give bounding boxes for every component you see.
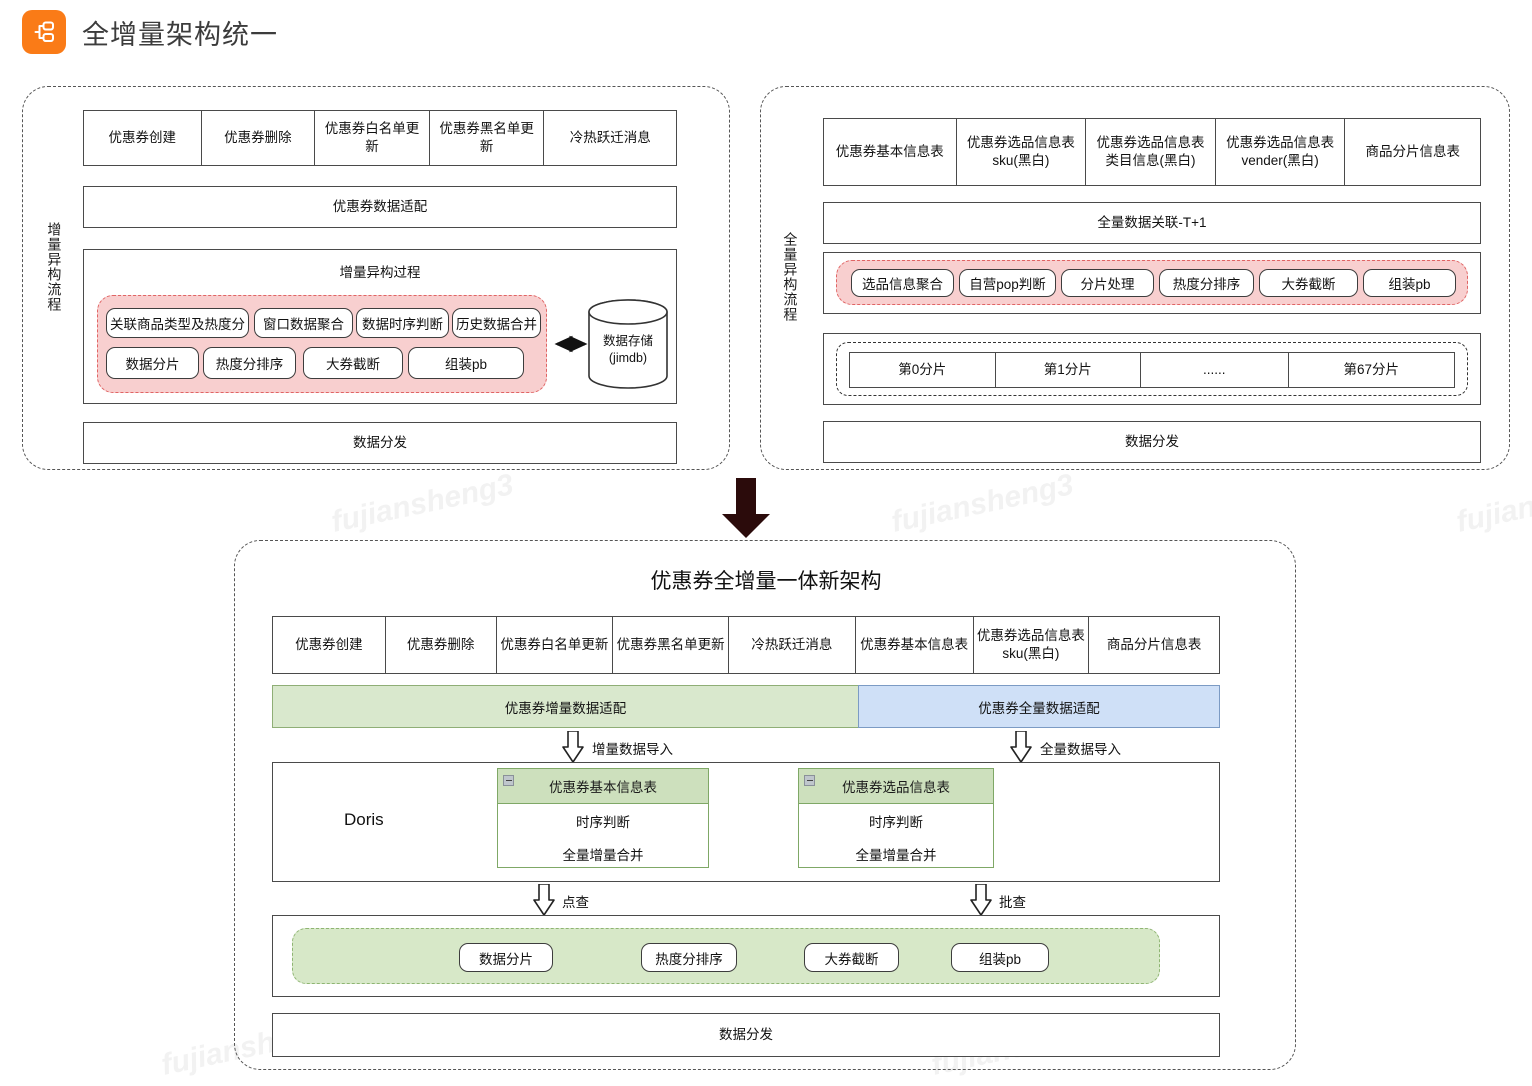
table-row: 时序判断 xyxy=(576,814,630,830)
full-panel xyxy=(760,86,1510,470)
step-chip[interactable]: 数据时序判断 xyxy=(356,308,449,338)
source-cell: 优惠券黑名单更新 xyxy=(430,111,545,165)
storage-line2: (jimdb) xyxy=(608,351,648,366)
source-cell: 优惠券选品信息表 类目信息(黑白) xyxy=(1086,119,1216,185)
table-row: 时序判断 xyxy=(869,814,923,830)
table-header: 优惠券基本信息表 xyxy=(498,769,708,804)
doris-table-basic[interactable]: 优惠券基本信息表 时序判断 全量增量合并 xyxy=(497,768,709,868)
unified-panel xyxy=(234,540,1296,1070)
step-chip[interactable]: 大券截断 xyxy=(303,347,403,379)
incremental-side-label: 增量异构流程 xyxy=(46,222,63,312)
import-arrow-label-incremental: 增量数据导入 xyxy=(592,742,673,757)
source-cell: 商品分片信息表 xyxy=(1106,636,1202,652)
source-cell: 优惠券白名单更新 xyxy=(497,617,614,673)
query-arrow-point xyxy=(533,884,555,916)
query-arrow-batch xyxy=(970,884,992,916)
unified-source-table: 优惠券创建 优惠券删除 优惠券白名单更新 优惠券黑名单更新 冷热跃迁消息 优惠券… xyxy=(272,616,1220,674)
full-distribute: 数据分发 xyxy=(823,421,1481,463)
merge-arrow-icon xyxy=(722,478,770,538)
step-chip[interactable]: 历史数据合并 xyxy=(452,308,541,338)
page-title: 全增量架构统一 xyxy=(82,19,278,50)
source-cell: 优惠券白名单更新 xyxy=(315,111,430,165)
full-side-label: 全量异构流程 xyxy=(782,232,799,322)
import-arrow-full xyxy=(1010,731,1032,763)
step-chip[interactable]: 关联商品类型及热度分 xyxy=(106,308,249,338)
import-arrow-incremental xyxy=(562,731,584,763)
source-cell: 优惠券黑名单更新 xyxy=(613,617,730,673)
step-chip[interactable]: 组装pb xyxy=(1363,269,1456,297)
full-source-table: 优惠券基本信息表 优惠券选品信息表 sku(黑白) 优惠券选品信息表 类目信息(… xyxy=(823,118,1481,186)
unified-panel-title: 优惠券全增量一体新架构 xyxy=(650,570,882,593)
source-cell: 优惠券基本信息表 xyxy=(856,617,974,673)
shard-cell: 第67分片 xyxy=(1343,361,1400,377)
unified-adapter-incremental: 优惠券增量数据适配 xyxy=(272,685,859,728)
source-cell: 冷热跃迁消息 xyxy=(729,617,856,673)
doris-table-selection[interactable]: 优惠券选品信息表 时序判断 全量增量合并 xyxy=(798,768,994,868)
step-chip[interactable]: 数据分片 xyxy=(106,347,199,379)
import-arrow-label-full: 全量数据导入 xyxy=(1040,742,1121,757)
step-chip[interactable]: 分片处理 xyxy=(1061,269,1154,297)
full-join-bar: 全量数据关联-T+1 xyxy=(823,202,1481,244)
incremental-adapter: 优惠券数据适配 xyxy=(83,186,677,228)
source-cell: 优惠券基本信息表 xyxy=(824,119,957,185)
storage-cylinder: 数据存储 (jimdb) xyxy=(587,298,669,390)
collapse-minus-icon[interactable] xyxy=(804,775,815,786)
source-cell: 优惠券选品信息表 vender(黑白) xyxy=(1216,119,1346,185)
source-cell: 优惠券删除 xyxy=(202,111,316,165)
step-chip[interactable]: 热度分排序 xyxy=(203,347,296,379)
step-chip[interactable]: 热度分排序 xyxy=(1159,269,1254,297)
query-arrow-label-batch: 批查 xyxy=(999,895,1026,910)
watermark: fujiansheng3 xyxy=(888,468,1077,539)
step-chip[interactable]: 组装pb xyxy=(951,943,1049,972)
app-header: 全增量架构统一 xyxy=(22,10,278,54)
sitemap-icon xyxy=(22,10,66,54)
full-shards-table: 第0分片 第1分片 ...... 第67分片 xyxy=(849,352,1455,388)
step-chip[interactable]: 选品信息聚合 xyxy=(851,269,954,297)
full-shards-dashed xyxy=(836,342,1468,396)
incremental-process-title: 增量异构过程 xyxy=(339,265,421,280)
step-chip[interactable]: 组装pb xyxy=(408,347,524,379)
table-row: 全量增量合并 xyxy=(855,847,937,863)
shard-cell: 第1分片 xyxy=(996,353,1142,387)
source-cell: 优惠券创建 xyxy=(84,111,202,165)
watermark: fujiansheng3 xyxy=(1453,468,1532,539)
shard-cell: 第0分片 xyxy=(850,353,996,387)
shard-cell: ...... xyxy=(1141,353,1289,387)
storage-bidirectional-arrow xyxy=(554,335,588,353)
doris-container xyxy=(272,762,1220,882)
collapse-minus-icon[interactable] xyxy=(503,775,514,786)
table-header: 优惠券选品信息表 xyxy=(799,769,993,804)
unified-adapter-full: 优惠券全量数据适配 xyxy=(858,685,1220,728)
table-name: 优惠券选品信息表 xyxy=(842,780,950,795)
source-cell: 优惠券创建 xyxy=(273,617,386,673)
watermark: fujiansheng3 xyxy=(328,468,517,539)
step-chip[interactable]: 窗口数据聚合 xyxy=(254,308,353,338)
incremental-distribute: 数据分发 xyxy=(83,422,677,464)
source-cell: 冷热跃迁消息 xyxy=(569,129,651,145)
unified-distribute: 数据分发 xyxy=(272,1013,1220,1057)
step-chip[interactable]: 数据分片 xyxy=(459,943,553,972)
doris-label: Doris xyxy=(344,810,384,829)
incremental-source-table: 优惠券创建 优惠券删除 优惠券白名单更新 优惠券黑名单更新 冷热跃迁消息 xyxy=(83,110,677,166)
query-arrow-label-point: 点查 xyxy=(562,895,589,910)
table-row: 全量增量合并 xyxy=(562,847,644,863)
incremental-panel xyxy=(22,86,730,470)
source-cell: 优惠券删除 xyxy=(386,617,497,673)
storage-label: 数据存储 (jimdb) xyxy=(587,333,669,368)
table-name: 优惠券基本信息表 xyxy=(549,780,657,795)
source-cell: 商品分片信息表 xyxy=(1365,143,1460,159)
source-cell: 优惠券选品信息表 sku(黑白) xyxy=(974,617,1090,673)
step-chip[interactable]: 大券截断 xyxy=(1259,269,1358,297)
step-chip[interactable]: 热度分排序 xyxy=(641,943,737,972)
step-chip[interactable]: 大券截断 xyxy=(804,943,899,972)
step-chip[interactable]: 自营pop判断 xyxy=(959,269,1056,297)
storage-line1: 数据存储 xyxy=(602,333,653,348)
source-cell: 优惠券选品信息表 sku(黑白) xyxy=(957,119,1087,185)
